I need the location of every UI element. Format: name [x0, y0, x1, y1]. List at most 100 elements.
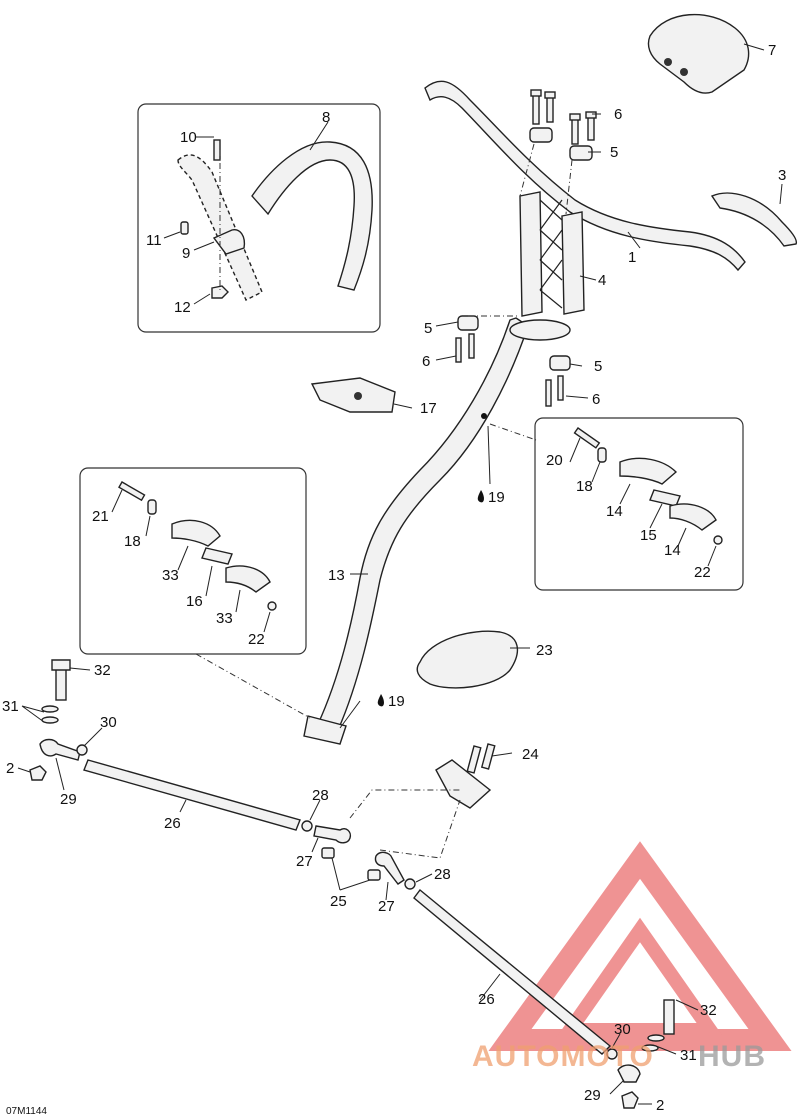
inset-box-clamp-detail-right [534, 417, 744, 591]
callout-5-left: 5 [424, 320, 432, 337]
callout-7: 7 [768, 42, 776, 59]
washer-left-1 [41, 705, 59, 713]
grip-tube-sleeve [177, 154, 263, 301]
handlebar-pad [647, 13, 750, 94]
callout-11: 11 [146, 232, 162, 249]
clamp-half-left-1 [171, 519, 221, 547]
callout-5-right: 5 [594, 358, 602, 375]
callout-16: 16 [186, 593, 203, 610]
callout-18-right: 18 [576, 478, 593, 495]
clamp-half-right-1 [619, 457, 678, 485]
callout-24: 24 [522, 746, 539, 763]
inset-box-clamp-detail-left [79, 467, 307, 655]
callout-12: 12 [174, 299, 191, 316]
callout-33-left-1: 33 [162, 567, 179, 584]
callout-19-upper: 19 [488, 489, 505, 506]
callout-6-right: 6 [592, 391, 600, 408]
callout-6-left: 6 [422, 353, 430, 370]
callout-18-left: 18 [124, 533, 141, 550]
callout-33-left-2: 33 [216, 610, 233, 627]
leader-lines [17, 43, 783, 1105]
callout-6-top: 6 [614, 106, 622, 123]
callout-10: 10 [180, 129, 197, 146]
callout-31-left: 31 [2, 698, 19, 715]
grip-clamp [212, 229, 246, 255]
callout-9: 9 [182, 245, 190, 262]
drawing-reference: 07M1144 [6, 1106, 47, 1117]
callout-19-lower: 19 [388, 693, 405, 710]
pad-hole-1 [664, 58, 672, 66]
steering-column-top-flange [509, 319, 571, 341]
tie-rod-nut-left [29, 765, 47, 781]
tie-rod-nut-right [621, 1091, 639, 1109]
grip-pin [180, 221, 189, 235]
clamp-bolt-right [573, 427, 601, 449]
steering-column-bottom-flange [303, 715, 347, 745]
callout-29-right: 29 [584, 1087, 601, 1104]
clamp-lower-left [457, 315, 479, 331]
callout-5-top: 5 [610, 144, 618, 161]
callout-13: 13 [328, 567, 345, 584]
support-plate [310, 377, 396, 413]
clamp-lower-right [549, 355, 571, 371]
callout-26-right: 26 [478, 991, 495, 1008]
bushing-2 [367, 869, 381, 881]
washer-right-1 [647, 1034, 665, 1042]
grease-drop-icon-lower [377, 694, 384, 707]
watermark-logo [488, 841, 792, 1051]
callout-27-left: 27 [296, 853, 313, 870]
callout-2-left: 2 [6, 760, 14, 777]
bolts-lower [455, 333, 564, 407]
callout-32-left: 32 [94, 662, 111, 679]
jam-nut-upper-mid [301, 820, 313, 832]
callout-29-left: 29 [60, 791, 77, 808]
tie-rod-bolt-head-left [51, 659, 71, 671]
tie-rod-bolt-right [663, 999, 675, 1035]
callout-20: 20 [546, 452, 563, 469]
clamp-bolt-left [118, 481, 146, 502]
callout-25: 25 [330, 893, 347, 910]
grip-nut [211, 285, 229, 299]
clamp-nut-left [267, 601, 277, 611]
callout-22-left: 22 [248, 631, 265, 648]
callout-28-lower: 28 [434, 866, 451, 883]
handlebar [424, 80, 746, 272]
jam-nut-lower-right [606, 1048, 618, 1060]
jam-nut-left [76, 744, 88, 756]
callout-2-right: 2 [656, 1097, 664, 1114]
watermark-text: AUTOMOTO HUB [472, 1040, 766, 1073]
bolts-upper [530, 89, 597, 145]
callout-28-upper: 28 [312, 787, 329, 804]
callout-30-right: 30 [614, 1021, 631, 1038]
tie-rod-end-mid-right [374, 851, 405, 885]
callout-26-left: 26 [164, 815, 181, 832]
grip-bolt [213, 139, 221, 161]
washer-right-2 [641, 1044, 659, 1052]
pad-hole-2 [680, 68, 688, 76]
callout-30-left: 30 [100, 714, 117, 731]
callout-4: 4 [598, 272, 606, 289]
alignment-lines [195, 143, 573, 859]
tie-rod-right [413, 888, 612, 1055]
pitman-bracket [435, 759, 492, 809]
callout-27-right: 27 [378, 898, 395, 915]
clamp-half-left-2 [225, 565, 271, 593]
bracket-bolts [466, 743, 496, 774]
callout-8: 8 [322, 109, 330, 126]
tie-rod-bolt-left [55, 667, 67, 701]
watermark-text-right: HUB [698, 1040, 766, 1073]
callout-14-right-1: 14 [606, 503, 623, 520]
callout-15: 15 [640, 527, 657, 544]
tie-rod-end-right [617, 1064, 641, 1083]
inset-box-grip-detail [137, 103, 381, 333]
callout-31-right: 31 [680, 1047, 697, 1064]
clamp-upper-left [529, 127, 553, 143]
callout-14-right-2: 14 [664, 542, 681, 559]
watermark-text-left: AUTOMOTO [472, 1040, 654, 1073]
support-plate-hole [354, 392, 362, 400]
spacer-right [597, 447, 607, 463]
callout-22-right: 22 [694, 564, 711, 581]
jam-nut-mid-right [404, 878, 416, 890]
clamp-shim-left [201, 547, 233, 565]
